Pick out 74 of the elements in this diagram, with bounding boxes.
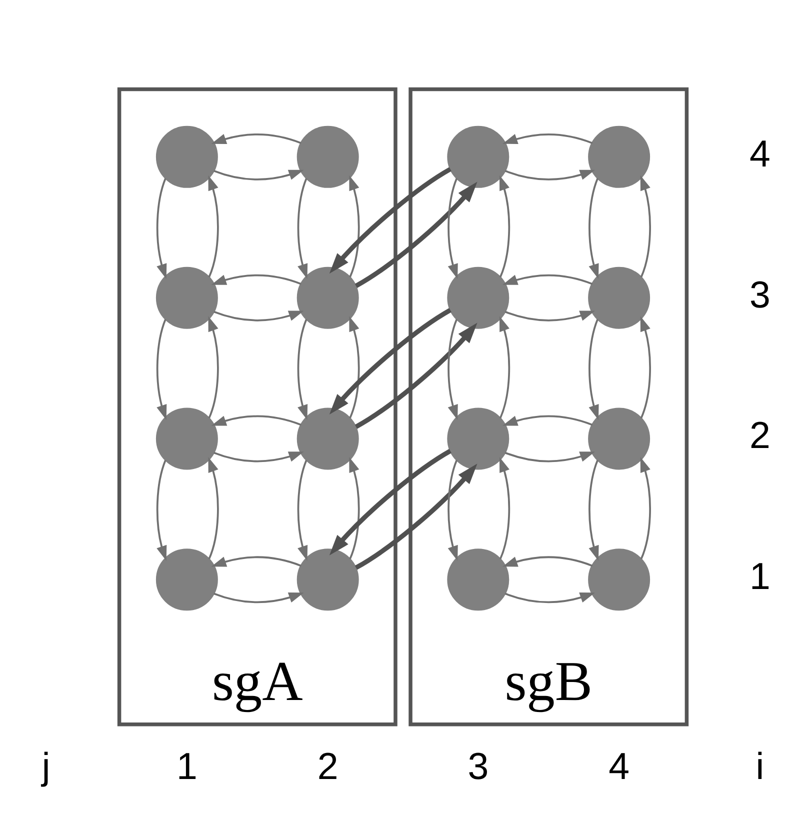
node-circle (588, 548, 650, 610)
cluster: sgB (408, 86, 689, 726)
label: 1 (176, 744, 198, 786)
arrow (214, 592, 304, 603)
label: 4 (608, 744, 630, 786)
arrow (211, 414, 302, 426)
node-circle (447, 125, 510, 188)
arrow (499, 316, 510, 418)
arrow (208, 174, 219, 277)
arrow (448, 178, 458, 279)
node-circle (296, 407, 359, 470)
arrow (499, 174, 510, 277)
label: 2 (750, 414, 770, 456)
arrow (297, 318, 308, 420)
arrow (156, 318, 167, 420)
cluster: sgA (117, 86, 398, 726)
arrow (640, 174, 651, 277)
node-circle (447, 266, 510, 328)
arrow (297, 178, 308, 279)
arrow (297, 459, 308, 560)
arrow (588, 318, 599, 420)
arrow (211, 132, 302, 144)
arrow (448, 318, 458, 420)
arrow (156, 459, 167, 560)
arrow (588, 459, 599, 560)
arrow (214, 451, 304, 462)
arrow (502, 132, 593, 144)
arrow (504, 592, 596, 603)
arrow (499, 456, 510, 559)
label: 1 (750, 554, 770, 597)
arrow (349, 174, 360, 277)
arrow (504, 310, 596, 321)
label: j (42, 744, 50, 786)
node-circle (156, 266, 218, 328)
arrow (448, 459, 458, 560)
node-circle (588, 407, 650, 470)
label: 3 (468, 744, 489, 786)
arrow (208, 316, 219, 418)
arrow (211, 274, 302, 284)
label: i (756, 744, 764, 786)
arrow (640, 316, 651, 418)
node-circle (588, 125, 650, 188)
arrow (354, 322, 478, 428)
arrow (502, 274, 593, 284)
node-circle (296, 266, 359, 328)
node-circle (447, 407, 510, 470)
arrow (354, 181, 478, 288)
arrow (214, 169, 304, 180)
arrow (349, 456, 360, 559)
label: 4 (750, 132, 770, 174)
arrow (502, 556, 593, 566)
arrow (214, 310, 304, 321)
arrow (211, 556, 302, 566)
arrow (349, 316, 360, 418)
arrow (329, 308, 452, 414)
label: 3 (750, 272, 770, 315)
arrow (354, 463, 478, 570)
label: 2 (317, 744, 338, 786)
node-circle (156, 125, 218, 188)
arrow (502, 414, 593, 426)
node-circle (296, 548, 359, 610)
arrow (329, 448, 452, 555)
arrow (588, 178, 599, 279)
arrow (156, 178, 167, 279)
arrow (504, 169, 596, 180)
node-circle (447, 548, 510, 610)
node-circle (588, 266, 650, 328)
arrow (640, 456, 651, 559)
node-circle (296, 125, 359, 188)
node-circle (156, 548, 218, 610)
node-circle (156, 407, 218, 470)
arrow (208, 456, 219, 559)
arrow (329, 166, 452, 274)
arrow (504, 451, 596, 462)
